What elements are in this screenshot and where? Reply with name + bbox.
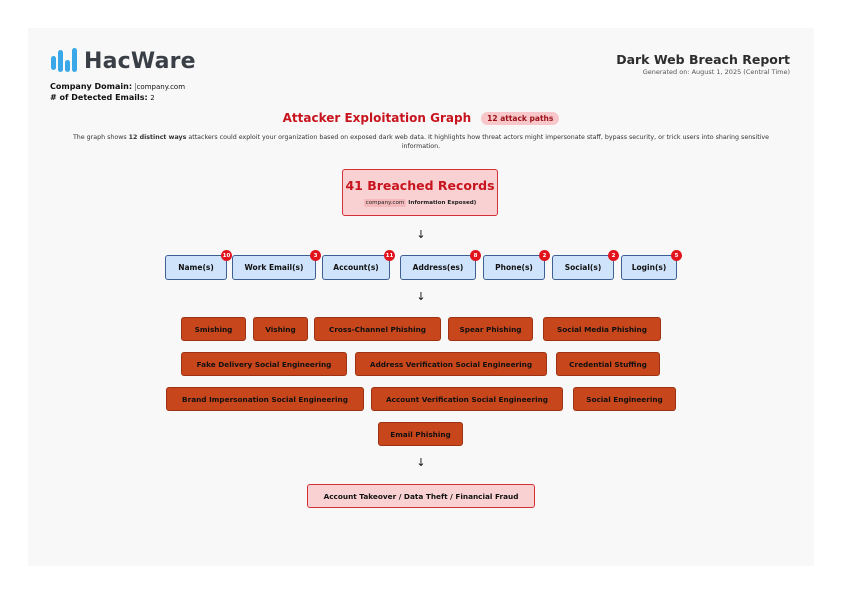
category-label: Name(s) [178,263,214,272]
records-domain: company.com [363,199,407,207]
category-count-badge: 2 [608,250,619,261]
category-addresses[interactable]: Address(es) 8 [400,250,481,280]
desc-post: attackers could exploit your organizatio… [186,134,770,150]
hacware-logo: HacWare [50,48,196,74]
method-credential-stuffing[interactable]: Credential Stuffing [556,352,660,376]
method-address-verification[interactable]: Address Verification Social Engineering [355,352,547,376]
detected-emails-value: 2 [150,93,155,102]
records-subtitle: company.com Information Exposed) [343,199,497,207]
category-label: Phone(s) [495,263,533,272]
records-suffix: Information Exposed) [406,200,477,206]
outcome-box: Account Takeover / Data Theft / Financia… [307,484,535,508]
category-phones[interactable]: Phone(s) 2 [483,250,550,280]
company-domain-label: Company Domain: [50,82,133,91]
down-arrow-icon: ↓ [416,228,426,241]
category-label: Social(s) [564,263,602,272]
logo-wordmark: HacWare [84,48,196,74]
category-logins[interactable]: Login(s) 5 [621,250,682,280]
attack-paths-badge: 12 attack paths [481,111,560,125]
method-fake-delivery[interactable]: Fake Delivery Social Engineering [181,352,347,376]
report-title: Dark Web Breach Report [616,52,790,67]
graph-description: The graph shows 12 distinct ways attacke… [58,134,784,151]
graph-title-row: Attacker Exploitation Graph 12 attack pa… [28,111,814,125]
category-count-badge: 11 [384,250,395,261]
category-label: Address(es) [412,263,464,272]
method-email-phishing[interactable]: Email Phishing [378,422,463,446]
report-page: HacWare Company Domain: company.com # of… [28,28,814,566]
company-domain-value: company.com [134,83,186,91]
breached-records-box: 41 Breached Records company.com Informat… [342,169,498,216]
category-count-badge: 8 [470,250,481,261]
category-names[interactable]: Name(s) 10 [165,250,232,280]
method-brand-impersonation[interactable]: Brand Impersonation Social Engineering [166,387,364,411]
hacware-bars-icon [51,48,77,72]
category-count-badge: 3 [310,250,321,261]
method-account-verification[interactable]: Account Verification Social Engineering [371,387,563,411]
category-count-badge: 2 [539,250,550,261]
category-accounts[interactable]: Account(s) 11 [322,250,395,280]
down-arrow-icon: ↓ [416,456,426,469]
method-cross-channel-phishing[interactable]: Cross-Channel Phishing [314,317,441,341]
category-label: Work Email(s) [244,263,304,272]
method-vishing[interactable]: Vishing [253,317,308,341]
method-social-engineering[interactable]: Social Engineering [573,387,676,411]
detected-emails-label: # of Detected Emails: [50,92,148,102]
method-smishing[interactable]: Smishing [181,317,246,341]
breached-records-title: 41 Breached Records [345,178,495,193]
method-spear-phishing[interactable]: Spear Phishing [448,317,533,341]
category-work-emails[interactable]: Work Email(s) 3 [232,250,321,280]
graph-title: Attacker Exploitation Graph [282,111,472,125]
category-label: Account(s) [333,263,379,272]
report-header: Dark Web Breach Report Generated on: Aug… [616,52,790,76]
category-count-badge: 5 [671,250,682,261]
desc-pre: The graph shows [72,134,129,141]
category-count-badge: 10 [221,250,232,261]
down-arrow-icon: ↓ [416,290,426,303]
category-label: Login(s) [631,263,667,272]
category-socials[interactable]: Social(s) 2 [552,250,619,280]
method-social-media-phishing[interactable]: Social Media Phishing [543,317,661,341]
desc-bold: 12 distinct ways [128,134,187,141]
company-meta: Company Domain: company.com # of Detecte… [50,82,186,103]
report-generated-date: Generated on: August 1, 2025 (Central Ti… [642,68,790,76]
